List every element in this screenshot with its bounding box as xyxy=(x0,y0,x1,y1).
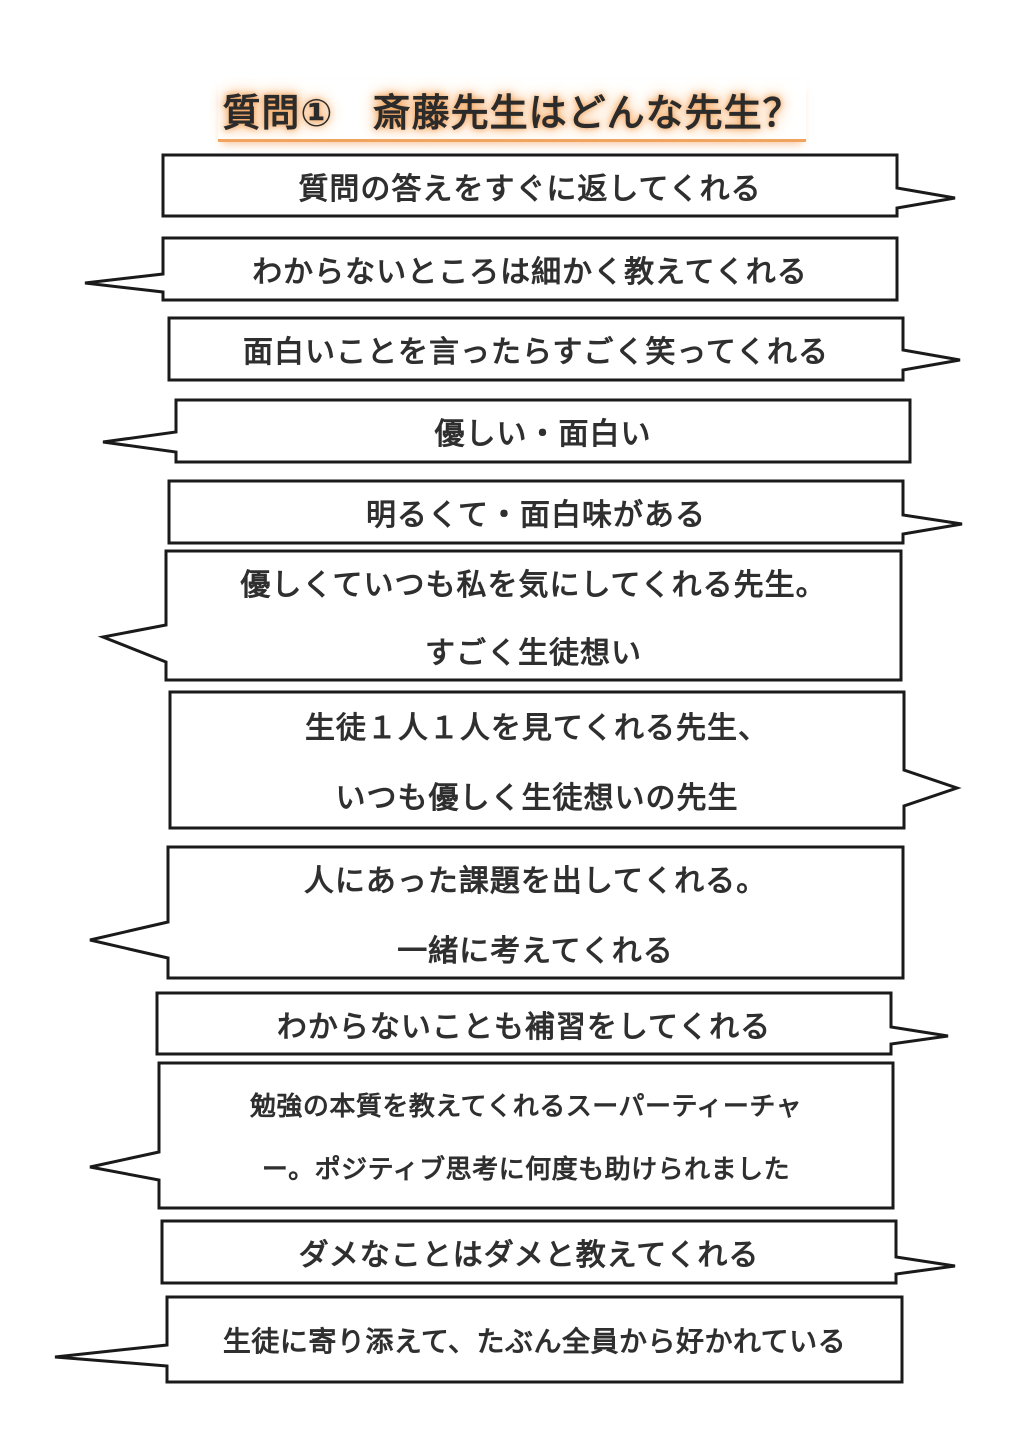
answer-bubble-2: わからないところは細かく教えてくれる xyxy=(163,238,897,300)
answer-text: わからないところは細かく教えてくれる xyxy=(252,255,808,290)
speech-bubble-outline xyxy=(97,549,903,682)
answer-text: 優しくていつも私を気にしてくれる先生。 xyxy=(240,567,827,603)
answer-text: ダメなことはダメと教えてくれる xyxy=(298,1238,760,1273)
answer-text: 優しい・面白い xyxy=(434,417,652,452)
answer-bubble-9: わからないことも補習をしてくれる xyxy=(157,993,891,1054)
speech-bubble-outline xyxy=(160,1219,956,1285)
page-title: 質問① 斎藤先生はどんな先生？ xyxy=(0,80,1024,142)
answer-bubble-8: 人にあった課題を出してくれる。 一緒に考えてくれる xyxy=(168,847,903,978)
speech-bubble-outline xyxy=(84,236,899,302)
answer-text: 生徒に寄り添えて、たぶん全員から好かれている xyxy=(222,1324,847,1358)
speech-bubble-outline xyxy=(167,316,961,382)
answer-bubble-10: 勉強の本質を教えてくれるスーパーティーチャ ー。ポジティブ思考に何度も助けられま… xyxy=(159,1063,893,1208)
answer-text: いつも優しく生徒想いの先生 xyxy=(335,781,739,816)
answer-bubble-4: 優しい・面白い xyxy=(176,400,910,462)
speech-bubble-outline xyxy=(167,479,963,545)
answer-text: 人にあった課題を出してくれる。 xyxy=(303,863,768,899)
answer-text: 一緒に考えてくれる xyxy=(397,933,674,969)
answer-text: 質問の答えをすぐに返してくれる xyxy=(298,171,762,207)
answer-text: すごく生徒想い xyxy=(425,635,642,671)
answer-text: 面白いことを言ったらすごく笑ってくれる xyxy=(243,335,829,370)
speech-bubble-outline xyxy=(102,398,912,464)
speech-bubble-outline xyxy=(89,1061,895,1210)
answer-bubble-5: 明るくて・面白味がある xyxy=(169,481,903,543)
answer-bubble-11: ダメなことはダメと教えてくれる xyxy=(162,1221,896,1283)
answer-bubble-12: 生徒に寄り添えて、たぶん全員から好かれている xyxy=(167,1297,902,1382)
speech-bubble-outline xyxy=(161,153,956,218)
answer-text: 勉強の本質を教えてくれるスーパーティーチャ xyxy=(249,1091,803,1122)
answer-bubble-1: 質問の答えをすぐに返してくれる xyxy=(163,155,897,216)
page-title-text: 質問① 斎藤先生はどんな先生？ xyxy=(218,80,806,142)
speech-bubble-outline xyxy=(168,690,962,830)
answer-text: 生徒１人１人を見てくれる先生、 xyxy=(304,711,770,746)
speech-bubble-outline xyxy=(155,991,949,1056)
answer-text: わからないことも補習をしてくれる xyxy=(276,1009,772,1045)
answer-bubble-3: 面白いことを言ったらすごく笑ってくれる xyxy=(169,318,903,380)
answer-text: ー。ポジティブ思考に何度も助けられました xyxy=(261,1154,791,1185)
speech-bubble-outline xyxy=(54,1295,904,1384)
answer-bubble-6: 優しくていつも私を気にしてくれる先生。 すごく生徒想い xyxy=(166,551,901,680)
answer-text: 明るくて・面白味がある xyxy=(365,498,707,533)
answer-bubble-7: 生徒１人１人を見てくれる先生、 いつも優しく生徒想いの先生 xyxy=(170,692,904,828)
speech-bubble-outline xyxy=(89,845,905,980)
